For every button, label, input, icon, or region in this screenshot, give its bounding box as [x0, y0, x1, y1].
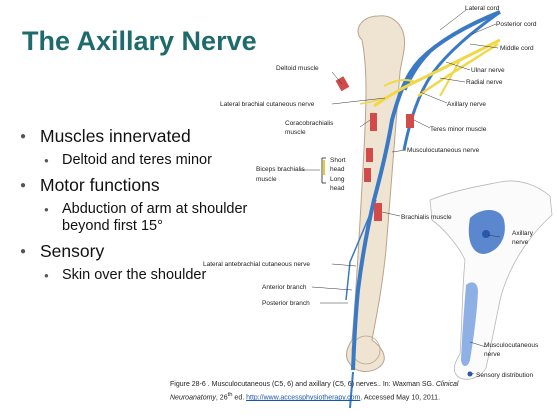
- label-musculocutaneous-2b: nerve: [484, 351, 501, 358]
- sub-bullet-abduction: Abduction of arm at shoulder beyond firs…: [18, 201, 248, 235]
- label-short-head: Short: [330, 157, 346, 164]
- label-musculocutaneous: Musculocutaneous nerve: [407, 147, 480, 154]
- bullet-list: Muscles innervated Deltoid and teres min…: [18, 126, 248, 284]
- bullet-motor-functions: Motor functions: [18, 175, 248, 196]
- page-title: The Axillary Nerve: [22, 26, 257, 56]
- label-biceps-2: muscle: [256, 176, 277, 183]
- label-coracobrachialis-2: muscle: [285, 129, 306, 136]
- label-musculocutaneous-2a: Musculocutaneous: [484, 342, 539, 349]
- label-axillary-nerve-2a: Axillary: [512, 230, 534, 237]
- label-posterior-cord: Posterior cord: [496, 21, 537, 28]
- axillary-nerve-path: [373, 38, 501, 108]
- arm-outline: [429, 180, 553, 380]
- teres-minor-marker: [406, 114, 414, 128]
- label-axillary-nerve: Axillary nerve: [447, 101, 486, 108]
- label-lateral-antebrachial: Lateral antebrachial cutaneous nerve: [203, 261, 310, 268]
- label-deltoid-muscle: Deltoid muscle: [276, 65, 319, 72]
- sub-bullet-skin-shoulder: Skin over the shoulder: [18, 267, 248, 284]
- biceps-short-head-marker: [366, 148, 373, 162]
- label-short-head-2: head: [330, 166, 345, 173]
- label-middle-cord: Middle cord: [500, 45, 534, 52]
- source-link[interactable]: http://www.accessphysiotherapy.com: [246, 394, 361, 402]
- coracobrachialis-marker: [370, 113, 377, 131]
- sub-bullet-deltoid-teres: Deltoid and teres minor: [18, 152, 248, 169]
- figure-caption: Figure 28-6 . Musculocutaneous (C5, 6) a…: [170, 381, 459, 402]
- bullet-sensory: Sensory: [18, 241, 248, 262]
- biceps-long-head-marker: [364, 168, 371, 182]
- musculocutaneous-sensory-region: [461, 282, 478, 366]
- sensory-distribution-dot: [467, 371, 473, 377]
- label-ulnar-nerve: Ulnar nerve: [471, 67, 505, 74]
- label-lateral-brachial: Lateral brachial cutaneous nerve: [220, 101, 315, 108]
- label-axillary-nerve-2b: nerve: [512, 239, 529, 246]
- label-coracobrachialis: Coracobrachialis: [285, 120, 334, 127]
- label-biceps: Biceps brachialis: [256, 166, 306, 173]
- bullet-muscles-innervated: Muscles innervated: [18, 126, 248, 147]
- label-long-head: Long: [330, 176, 345, 183]
- label-teres-minor: Teres minor muscle: [430, 126, 487, 133]
- label-sensory-distribution: Sensory distribution: [476, 372, 533, 379]
- label-radial-nerve: Radial nerve: [466, 79, 503, 86]
- label-long-head-2: head: [330, 185, 345, 192]
- label-lateral-cord: Lateral cord: [465, 5, 500, 12]
- label-posterior-branch: Posterior branch: [262, 300, 310, 307]
- brachialis-marker: [374, 203, 382, 221]
- label-brachialis: Brachialis muscle: [401, 214, 452, 221]
- label-anterior-branch: Anterior branch: [262, 284, 307, 291]
